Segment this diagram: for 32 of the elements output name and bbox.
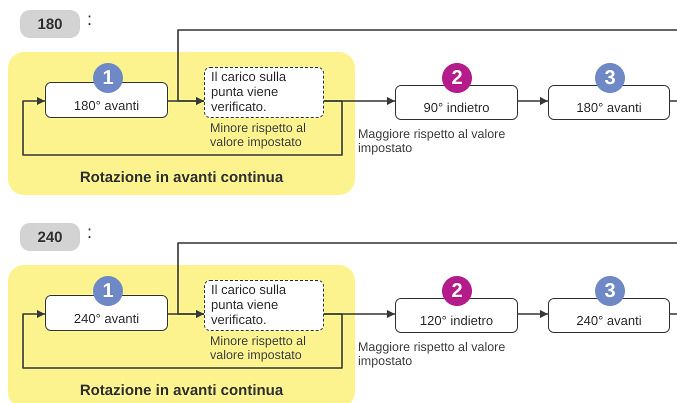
group-title: Rotazione in avanti continua: [78, 169, 284, 186]
arrow: [177, 242, 677, 318]
arrow: [324, 310, 396, 318]
step-number: 1: [93, 63, 123, 93]
group-title: Rotazione in avanti continua: [78, 382, 284, 399]
step-number: 3: [595, 63, 625, 93]
value-badge: 240: [20, 223, 80, 251]
step-number: 3: [595, 276, 625, 306]
value-badge: 180: [20, 10, 80, 38]
process-box: 90° indietro: [395, 85, 518, 120]
check-box: Il carico sulla punta viene verificato.: [204, 67, 324, 118]
edge-label: Maggiore rispetto al valore impostato: [358, 340, 506, 369]
process-box: 120° indietro: [395, 298, 518, 333]
process-box: 240° avanti: [548, 298, 670, 333]
colon-label: :: [87, 222, 92, 243]
check-box: Il carico sulla punta viene verificato.: [204, 280, 324, 331]
process-box: 180° avanti: [548, 85, 670, 120]
group-band: [8, 265, 355, 403]
arrow: [22, 97, 343, 156]
arrow: [177, 29, 677, 105]
arrow: [324, 97, 396, 105]
group-band: [8, 52, 355, 195]
step-number: 2: [442, 63, 472, 93]
arrow: [518, 310, 549, 318]
step-number: 2: [442, 276, 472, 306]
arrow: [22, 310, 343, 369]
edge-label: Minore rispetto al valore impostato: [210, 334, 307, 363]
colon-label: :: [87, 9, 92, 30]
arrow: [518, 97, 549, 105]
edge-label: Maggiore rispetto al valore impostato: [358, 127, 506, 156]
edge-label: Minore rispetto al valore impostato: [210, 121, 307, 150]
step-number: 1: [93, 276, 123, 306]
